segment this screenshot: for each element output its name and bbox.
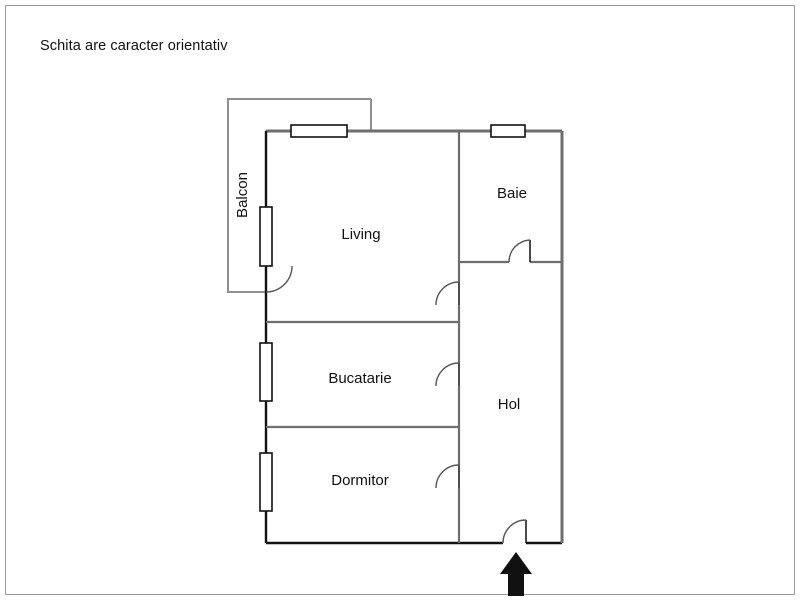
baie-window-icon: [490, 124, 526, 138]
balcon-window-icon: [259, 206, 273, 267]
room-label-balcon: Balcon: [234, 172, 251, 218]
balcon-outline: [227, 98, 265, 293]
balcon-door-icon: [265, 265, 293, 293]
room-label-bucatarie: Bucatarie: [328, 370, 391, 387]
room-label-living: Living: [341, 226, 380, 243]
room-balcon: [227, 98, 372, 293]
windows: [259, 124, 526, 512]
bucatarie-window-icon: [259, 342, 273, 402]
interior-walls: [266, 131, 562, 543]
room-label-hol: Hol: [498, 396, 521, 413]
dormitor-hol-door-icon: [435, 464, 460, 489]
living-window-icon: [290, 124, 348, 138]
baie-door-icon: [508, 239, 531, 263]
entrance-door-icon: [502, 519, 527, 544]
bucatarie-hol-door-icon: [435, 362, 460, 387]
doors: [265, 239, 531, 544]
entrance-arrow-icon: [500, 552, 532, 596]
room-label-dormitor: Dormitor: [331, 472, 389, 489]
page-title: Schita are caracter orientativ: [40, 38, 228, 54]
page-frame: [5, 5, 795, 595]
room-label-baie: Baie: [497, 185, 527, 202]
dormitor-window-icon: [259, 452, 273, 512]
living-hol-door-icon: [435, 281, 460, 306]
